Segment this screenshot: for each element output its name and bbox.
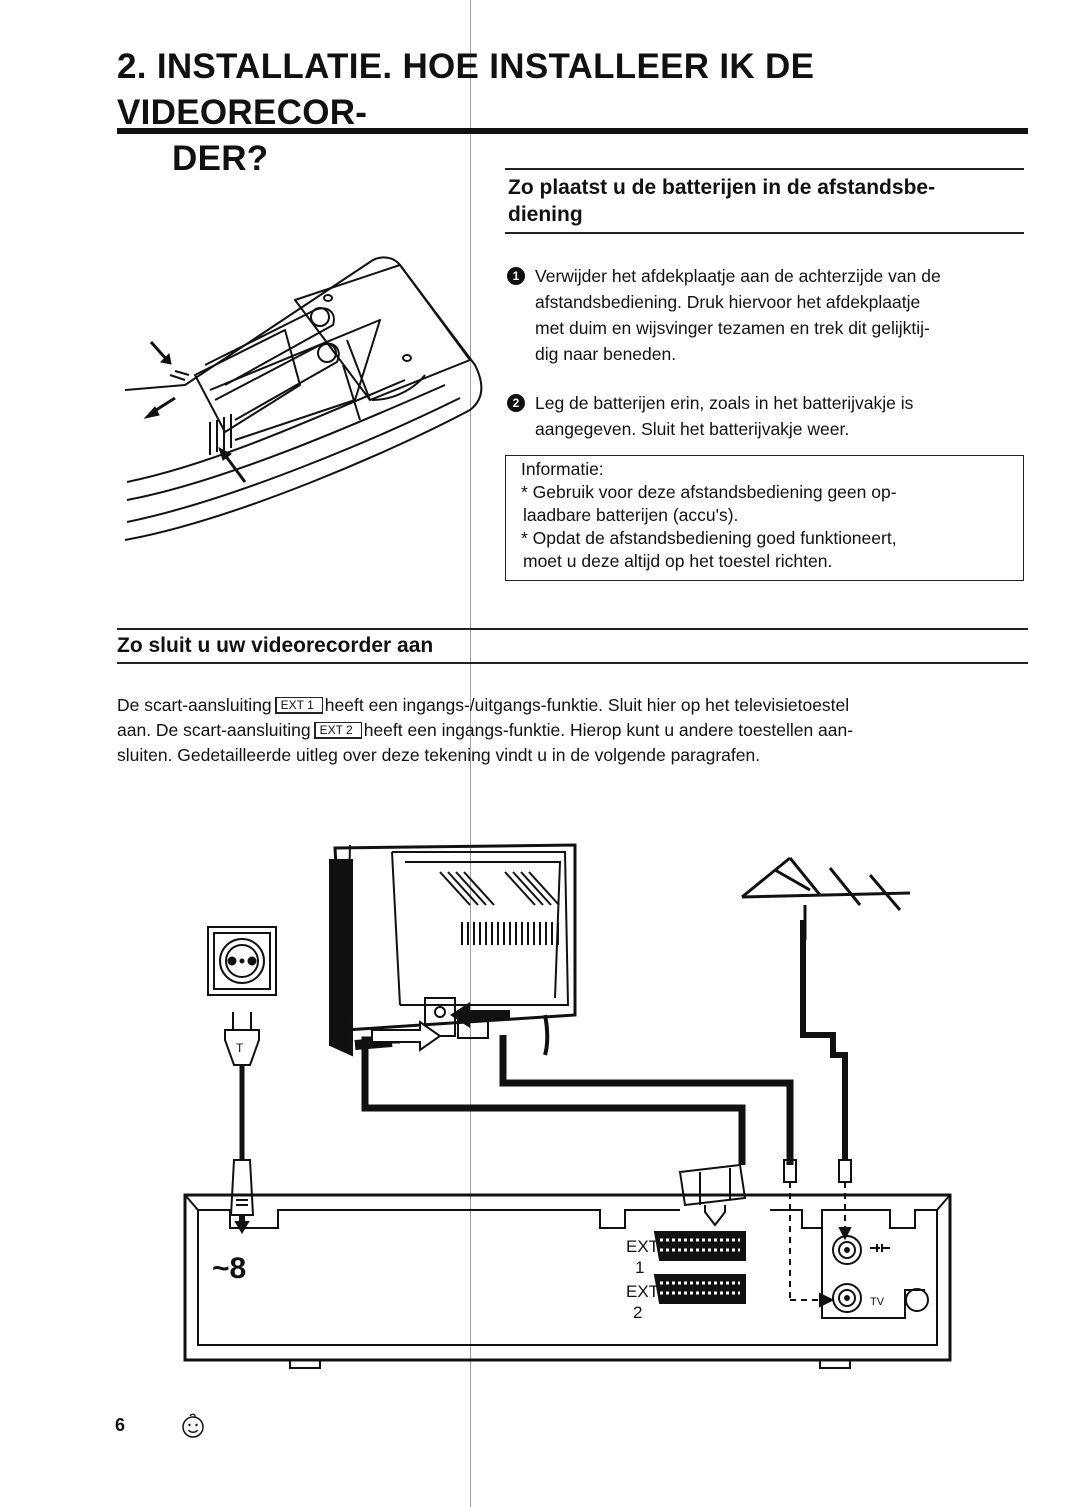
- step-number-badge: 2: [507, 394, 525, 412]
- ext1-scart-label: EXT 1: [274, 697, 323, 714]
- page-number: 6: [115, 1415, 126, 1435]
- info-line-2: laadbare batterijen (accu's).: [523, 505, 739, 525]
- ext2-scart-label: EXT 2: [313, 722, 362, 739]
- step-1-line-2: afstandsbediening. Druk hiervoor het afd…: [535, 292, 921, 312]
- step-1-line-1: Verwijder het afdekplaatje aan de achter…: [535, 266, 941, 286]
- info-line-3: * Opdat de afstandsbediening goed funkti…: [521, 528, 897, 548]
- info-line-4: moet u deze altijd op het toestel richte…: [523, 551, 833, 571]
- info-heading: Informatie:: [521, 459, 604, 479]
- tv-socket-label: TV: [870, 1296, 885, 1308]
- page-title-line-2: DER?: [172, 139, 269, 178]
- battery-step-2: 2 Leg de batterijen erin, zoals in het b…: [507, 390, 1027, 442]
- ext1-socket-label: EXT: [626, 1237, 659, 1256]
- connect-section-title: Zo sluit u uw videorecorder aan: [117, 634, 434, 657]
- battery-section-top-rule: [505, 168, 1024, 170]
- remote-battery-illustration: [124, 256, 483, 541]
- ext2-socket-number: 2: [633, 1303, 642, 1322]
- paragraph-text: heeft een ingangs-/uitgangs-funktie. Slu…: [324, 695, 850, 715]
- television-rear: [329, 843, 577, 1057]
- antenna: [741, 856, 911, 1160]
- rf-plugs: [783, 1159, 852, 1308]
- svg-text:T: T: [236, 1041, 244, 1055]
- scart-sockets: [653, 1231, 746, 1304]
- battery-section-bottom-rule: [505, 232, 1024, 234]
- info-box: Informatie: * Gebruik voor deze afstands…: [505, 455, 1024, 581]
- step-2-line-1: Leg de batterijen erin, zoals in het bat…: [535, 393, 914, 413]
- step-1-line-4: dig naar beneden.: [535, 344, 677, 364]
- video-recorder-rear: [183, 1193, 952, 1369]
- battery-section-title: Zo plaatst u de batterijen in de afstand…: [508, 174, 1028, 228]
- step-1-line-3: met duim en wijsvinger tezamen en trek d…: [535, 318, 930, 338]
- paragraph-text: aan. De scart-aansluiting: [117, 720, 311, 740]
- ext2-socket-label: EXT: [626, 1282, 659, 1301]
- cable-arrows: [371, 1002, 510, 1052]
- battery-step-1: 1 Verwijder het afdekplaatje aan de acht…: [507, 263, 1027, 367]
- page-title: 2. INSTALLATIE. HOE INSTALLEER IK DE VID…: [117, 44, 1017, 182]
- step-number-badge: 1: [507, 267, 525, 285]
- paragraph-line-3: sluiten. Gedetailleerde uitleg over deze…: [117, 745, 761, 765]
- language-face-icon: [182, 1413, 204, 1438]
- battery-section-title-line-1: Zo plaatst u de batterijen in de afstand…: [508, 176, 936, 199]
- connection-diagram: T: [183, 843, 952, 1369]
- connect-section-bottom-rule: [117, 662, 1028, 664]
- mains-inlet-symbol: ~8: [212, 1252, 246, 1285]
- paragraph-text: heeft een ingangs-funktie. Hierop kunt u…: [363, 720, 854, 740]
- page-fold-line: [470, 0, 471, 1507]
- info-line-1: * Gebruik voor deze afstandsbediening ge…: [521, 482, 897, 502]
- paragraph-text: De scart-aansluiting: [117, 695, 272, 715]
- battery-section-title-line-2: diening: [508, 203, 583, 226]
- page-title-line-1: 2. INSTALLATIE. HOE INSTALLEER IK DE VID…: [117, 47, 815, 132]
- wall-socket: [207, 926, 277, 996]
- scart-cable: [354, 1035, 794, 1165]
- power-plug: T: [224, 1012, 260, 1234]
- ext1-socket-number: 1: [635, 1258, 644, 1277]
- connect-section-top-rule: [117, 628, 1028, 630]
- title-rule: [117, 128, 1028, 134]
- step-2-line-2: aangegeven. Sluit het batterijvakje weer…: [535, 419, 850, 439]
